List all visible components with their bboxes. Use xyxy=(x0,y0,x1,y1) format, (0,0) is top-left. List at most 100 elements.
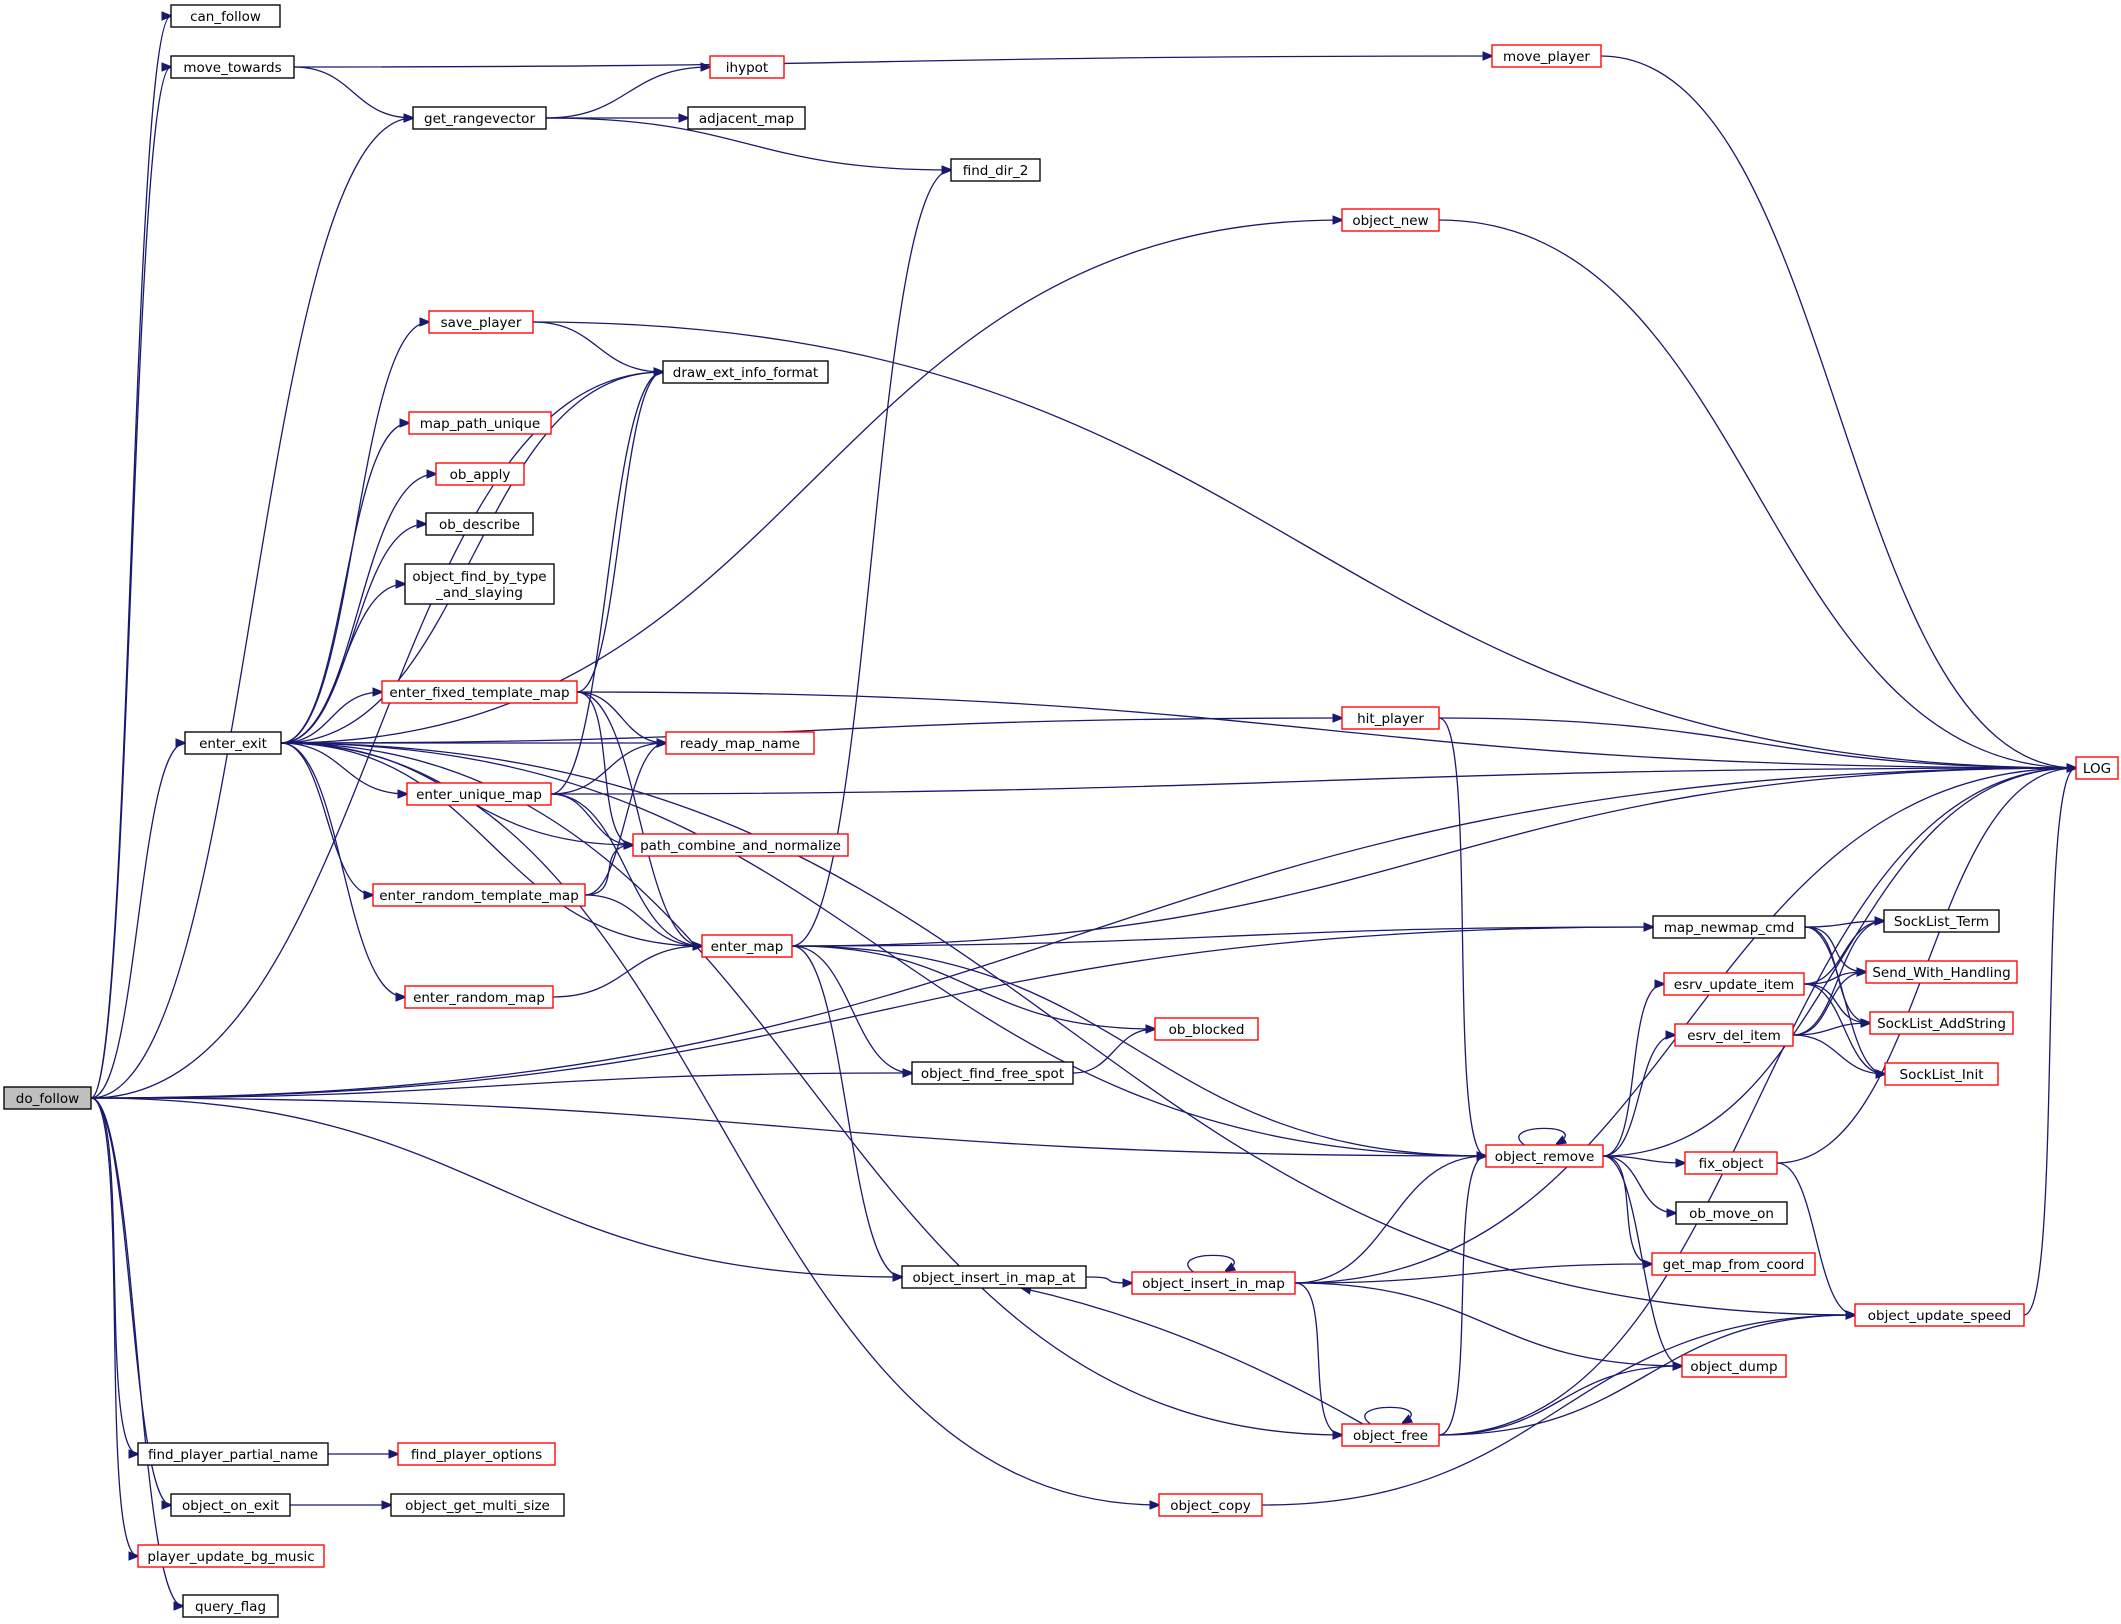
node-map_newmap_cmd[interactable]: map_newmap_cmd xyxy=(1652,915,1806,939)
node-esrv_update_item[interactable]: esrv_update_item xyxy=(1663,972,1805,996)
node-ob_move_on[interactable]: ob_move_on xyxy=(1675,1201,1788,1225)
node-box-player_update_bg_music[interactable] xyxy=(137,1544,325,1568)
node-box-Send_With_Handling[interactable] xyxy=(1865,960,2018,984)
node-box-can_follow[interactable] xyxy=(170,4,281,28)
node-move_player[interactable]: move_player xyxy=(1491,44,1602,68)
node-box-object_find_free_spot[interactable] xyxy=(911,1061,1074,1085)
node-box-ihypot[interactable] xyxy=(709,55,785,79)
node-query_flag[interactable]: query_flag xyxy=(182,1594,279,1618)
node-box-ob_move_on[interactable] xyxy=(1675,1201,1788,1225)
node-object_dump[interactable]: object_dump xyxy=(1681,1354,1787,1378)
node-enter_unique_map[interactable]: enter_unique_map xyxy=(406,782,552,806)
node-box-ob_apply[interactable] xyxy=(435,462,525,486)
node-box-object_find_by_type_and_slaying[interactable] xyxy=(404,563,555,605)
node-box-find_player_partial_name[interactable] xyxy=(137,1442,329,1466)
node-box-object_insert_in_map_at[interactable] xyxy=(901,1265,1087,1289)
node-box-SockList_Term[interactable] xyxy=(1883,909,2000,933)
node-adjacent_map[interactable]: adjacent_map xyxy=(687,106,806,130)
node-box-LOG[interactable] xyxy=(2075,756,2119,780)
node-ihypot[interactable]: ihypot xyxy=(709,55,785,79)
node-object_update_speed[interactable]: object_update_speed xyxy=(1854,1303,2025,1327)
node-map_path_unique[interactable]: map_path_unique xyxy=(408,411,552,435)
node-box-enter_fixed_template_map[interactable] xyxy=(381,680,578,704)
node-move_towards[interactable]: move_towards xyxy=(170,55,295,79)
node-find_player_partial_name[interactable]: find_player_partial_name xyxy=(137,1442,329,1466)
node-box-object_new[interactable] xyxy=(1341,208,1440,232)
node-SockList_AddString[interactable]: SockList_AddString xyxy=(1869,1011,2014,1035)
node-object_on_exit[interactable]: object_on_exit xyxy=(170,1493,291,1517)
node-find_player_options[interactable]: find_player_options xyxy=(397,1442,556,1466)
node-box-object_copy[interactable] xyxy=(1158,1493,1263,1517)
node-object_copy[interactable]: object_copy xyxy=(1158,1493,1263,1517)
node-box-adjacent_map[interactable] xyxy=(687,106,806,130)
node-box-find_dir_2[interactable] xyxy=(950,158,1041,182)
node-esrv_del_item[interactable]: esrv_del_item xyxy=(1674,1023,1794,1047)
node-enter_exit[interactable]: enter_exit xyxy=(184,731,282,755)
node-enter_random_map[interactable]: enter_random_map xyxy=(404,985,554,1009)
node-enter_fixed_template_map[interactable]: enter_fixed_template_map xyxy=(381,680,578,704)
node-box-move_player[interactable] xyxy=(1491,44,1602,68)
node-box-draw_ext_info_format[interactable] xyxy=(662,360,829,384)
node-find_dir_2[interactable]: find_dir_2 xyxy=(950,158,1041,182)
node-Send_With_Handling[interactable]: Send_With_Handling xyxy=(1865,960,2018,984)
node-get_map_from_coord[interactable]: get_map_from_coord xyxy=(1651,1252,1816,1276)
node-box-ob_describe[interactable] xyxy=(425,512,534,536)
node-box-object_insert_in_map[interactable] xyxy=(1131,1271,1296,1295)
node-box-map_path_unique[interactable] xyxy=(408,411,552,435)
node-object_new[interactable]: object_new xyxy=(1341,208,1440,232)
node-box-get_rangevector[interactable] xyxy=(412,106,547,130)
node-box-object_get_multi_size[interactable] xyxy=(390,1493,565,1517)
node-SockList_Init[interactable]: SockList_Init xyxy=(1884,1062,1999,1086)
node-box-object_update_speed[interactable] xyxy=(1854,1303,2025,1327)
node-box-enter_random_map[interactable] xyxy=(404,985,554,1009)
node-box-esrv_update_item[interactable] xyxy=(1663,972,1805,996)
node-object_insert_in_map[interactable]: object_insert_in_map xyxy=(1131,1271,1296,1295)
node-box-enter_map[interactable] xyxy=(701,934,793,958)
node-hit_player[interactable]: hit_player xyxy=(1341,706,1440,730)
node-ob_apply[interactable]: ob_apply xyxy=(435,462,525,486)
node-box-SockList_Init[interactable] xyxy=(1884,1062,1999,1086)
node-object_remove[interactable]: object_remove xyxy=(1485,1144,1604,1168)
node-LOG[interactable]: LOG xyxy=(2075,756,2119,780)
node-save_player[interactable]: save_player xyxy=(428,310,534,334)
node-box-query_flag[interactable] xyxy=(182,1594,279,1618)
node-box-enter_exit[interactable] xyxy=(184,731,282,755)
node-get_rangevector[interactable]: get_rangevector xyxy=(412,106,547,130)
node-box-move_towards[interactable] xyxy=(170,55,295,79)
node-object_free[interactable]: object_free xyxy=(1341,1423,1440,1447)
node-box-SockList_AddString[interactable] xyxy=(1869,1011,2014,1035)
node-box-map_newmap_cmd[interactable] xyxy=(1652,915,1806,939)
node-can_follow[interactable]: can_follow xyxy=(170,4,281,28)
node-box-ready_map_name[interactable] xyxy=(665,731,815,755)
node-box-find_player_options[interactable] xyxy=(397,1442,556,1466)
node-SockList_Term[interactable]: SockList_Term xyxy=(1883,909,2000,933)
node-box-hit_player[interactable] xyxy=(1341,706,1440,730)
node-box-do_follow[interactable] xyxy=(3,1086,92,1110)
node-box-esrv_del_item[interactable] xyxy=(1674,1023,1794,1047)
node-object_find_by_type_and_slaying[interactable]: object_find_by_type_and_slaying xyxy=(404,563,555,605)
node-box-enter_unique_map[interactable] xyxy=(406,782,552,806)
node-box-fix_object[interactable] xyxy=(1684,1151,1778,1175)
node-enter_map[interactable]: enter_map xyxy=(701,934,793,958)
node-player_update_bg_music[interactable]: player_update_bg_music xyxy=(137,1544,325,1568)
node-do_follow[interactable]: do_follow xyxy=(3,1086,92,1110)
node-object_find_free_spot[interactable]: object_find_free_spot xyxy=(911,1061,1074,1085)
node-object_get_multi_size[interactable]: object_get_multi_size xyxy=(390,1493,565,1517)
node-box-ob_blocked[interactable] xyxy=(1154,1017,1259,1041)
node-ob_blocked[interactable]: ob_blocked xyxy=(1154,1017,1259,1041)
node-object_insert_in_map_at[interactable]: object_insert_in_map_at xyxy=(901,1265,1087,1289)
node-box-get_map_from_coord[interactable] xyxy=(1651,1252,1816,1276)
node-box-object_on_exit[interactable] xyxy=(170,1493,291,1517)
node-box-object_dump[interactable] xyxy=(1681,1354,1787,1378)
node-fix_object[interactable]: fix_object xyxy=(1684,1151,1778,1175)
node-box-object_remove[interactable] xyxy=(1485,1144,1604,1168)
node-box-enter_random_template_map[interactable] xyxy=(372,883,586,907)
node-path_combine_and_normalize[interactable]: path_combine_and_normalize xyxy=(632,833,849,857)
node-box-path_combine_and_normalize[interactable] xyxy=(632,833,849,857)
node-ob_describe[interactable]: ob_describe xyxy=(425,512,534,536)
node-ready_map_name[interactable]: ready_map_name xyxy=(665,731,815,755)
node-enter_random_template_map[interactable]: enter_random_template_map xyxy=(372,883,586,907)
node-draw_ext_info_format[interactable]: draw_ext_info_format xyxy=(662,360,829,384)
node-box-save_player[interactable] xyxy=(428,310,534,334)
node-box-object_free[interactable] xyxy=(1341,1423,1440,1447)
